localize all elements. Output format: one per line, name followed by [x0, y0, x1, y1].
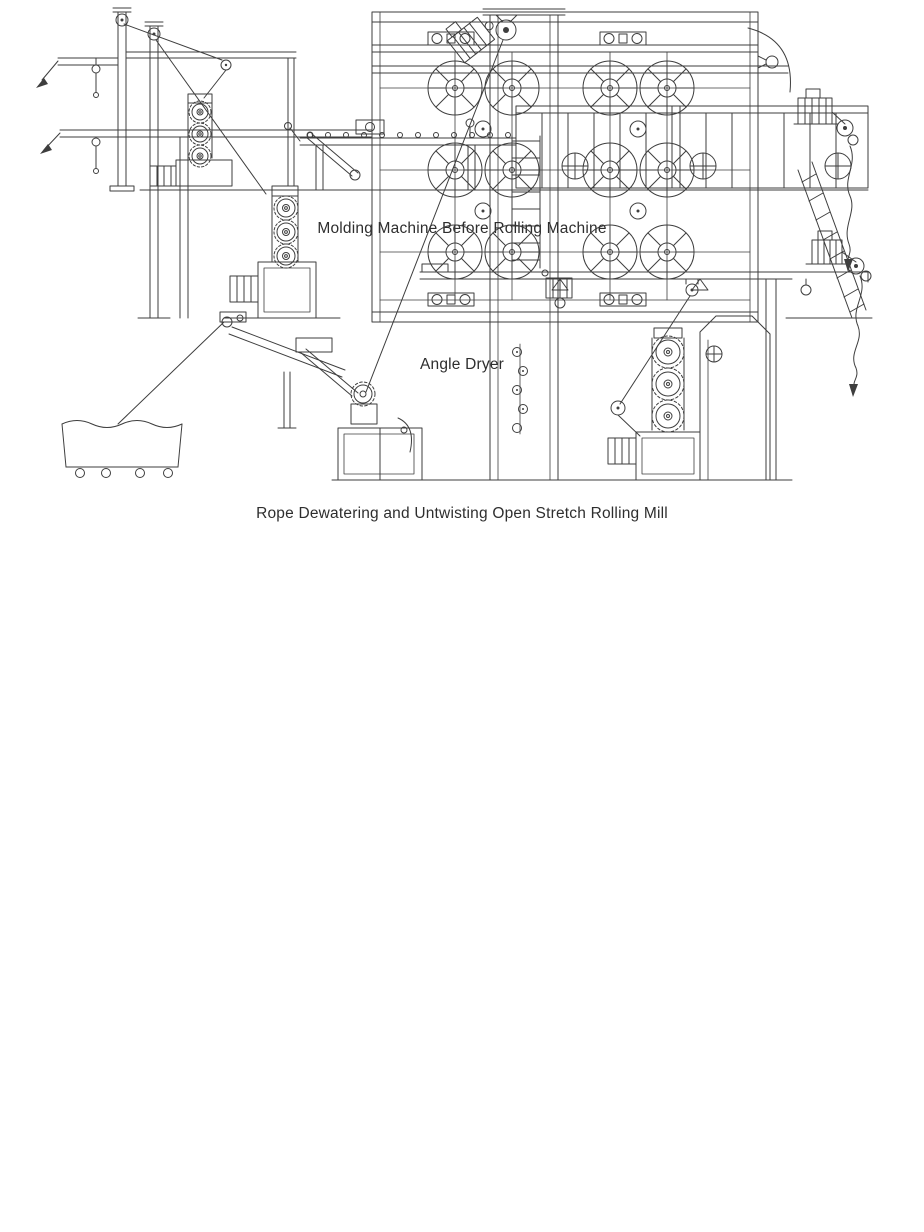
left-feed-arm: [36, 57, 119, 98]
left-mast: [109, 7, 135, 192]
rope-dewatering-mill-drawing: [61, 8, 872, 481]
diagram-rope-dewatering-mill: Rope Dewatering and Untwisting Open Stre…: [0, 0, 924, 523]
diagram-angle-dryer: Angle Dryer: [0, 0, 924, 374]
left-feed-beam: [40, 39, 373, 319]
hanging-pulley: [619, 278, 699, 405]
bottom-roller-bars: [427, 292, 647, 307]
diagram-caption-2: Molding Machine Before Rolling Machine: [317, 220, 607, 237]
diagram-molding-machine: Molding Machine Before Rolling Machine: [0, 0, 924, 238]
drying-cylinders: [427, 60, 695, 280]
access-ladder: [797, 161, 867, 319]
angle-dryer-drawing: [40, 11, 873, 323]
transfer-conveyor: [284, 118, 517, 191]
dryer-frame: [371, 11, 789, 323]
molding-machine-drawing: [36, 7, 869, 192]
storage-cart: [61, 420, 183, 478]
mill-side-frame: [699, 315, 771, 481]
takeoff-drive: [747, 27, 859, 272]
feeder-roller-stack: [229, 185, 317, 319]
molding-tank: [515, 105, 869, 189]
left-mast: [137, 21, 171, 319]
diagram-caption-1: Rope Dewatering and Untwisting Open Stre…: [256, 505, 668, 522]
untwisting-unit: [337, 381, 423, 481]
top-roller-bars: [427, 31, 647, 46]
center-motor: [541, 269, 573, 309]
diagram-caption-3: Angle Dryer: [419, 356, 505, 373]
feed-crane-arm: [117, 311, 359, 429]
rolling-mill-roller-stack: [607, 327, 701, 481]
